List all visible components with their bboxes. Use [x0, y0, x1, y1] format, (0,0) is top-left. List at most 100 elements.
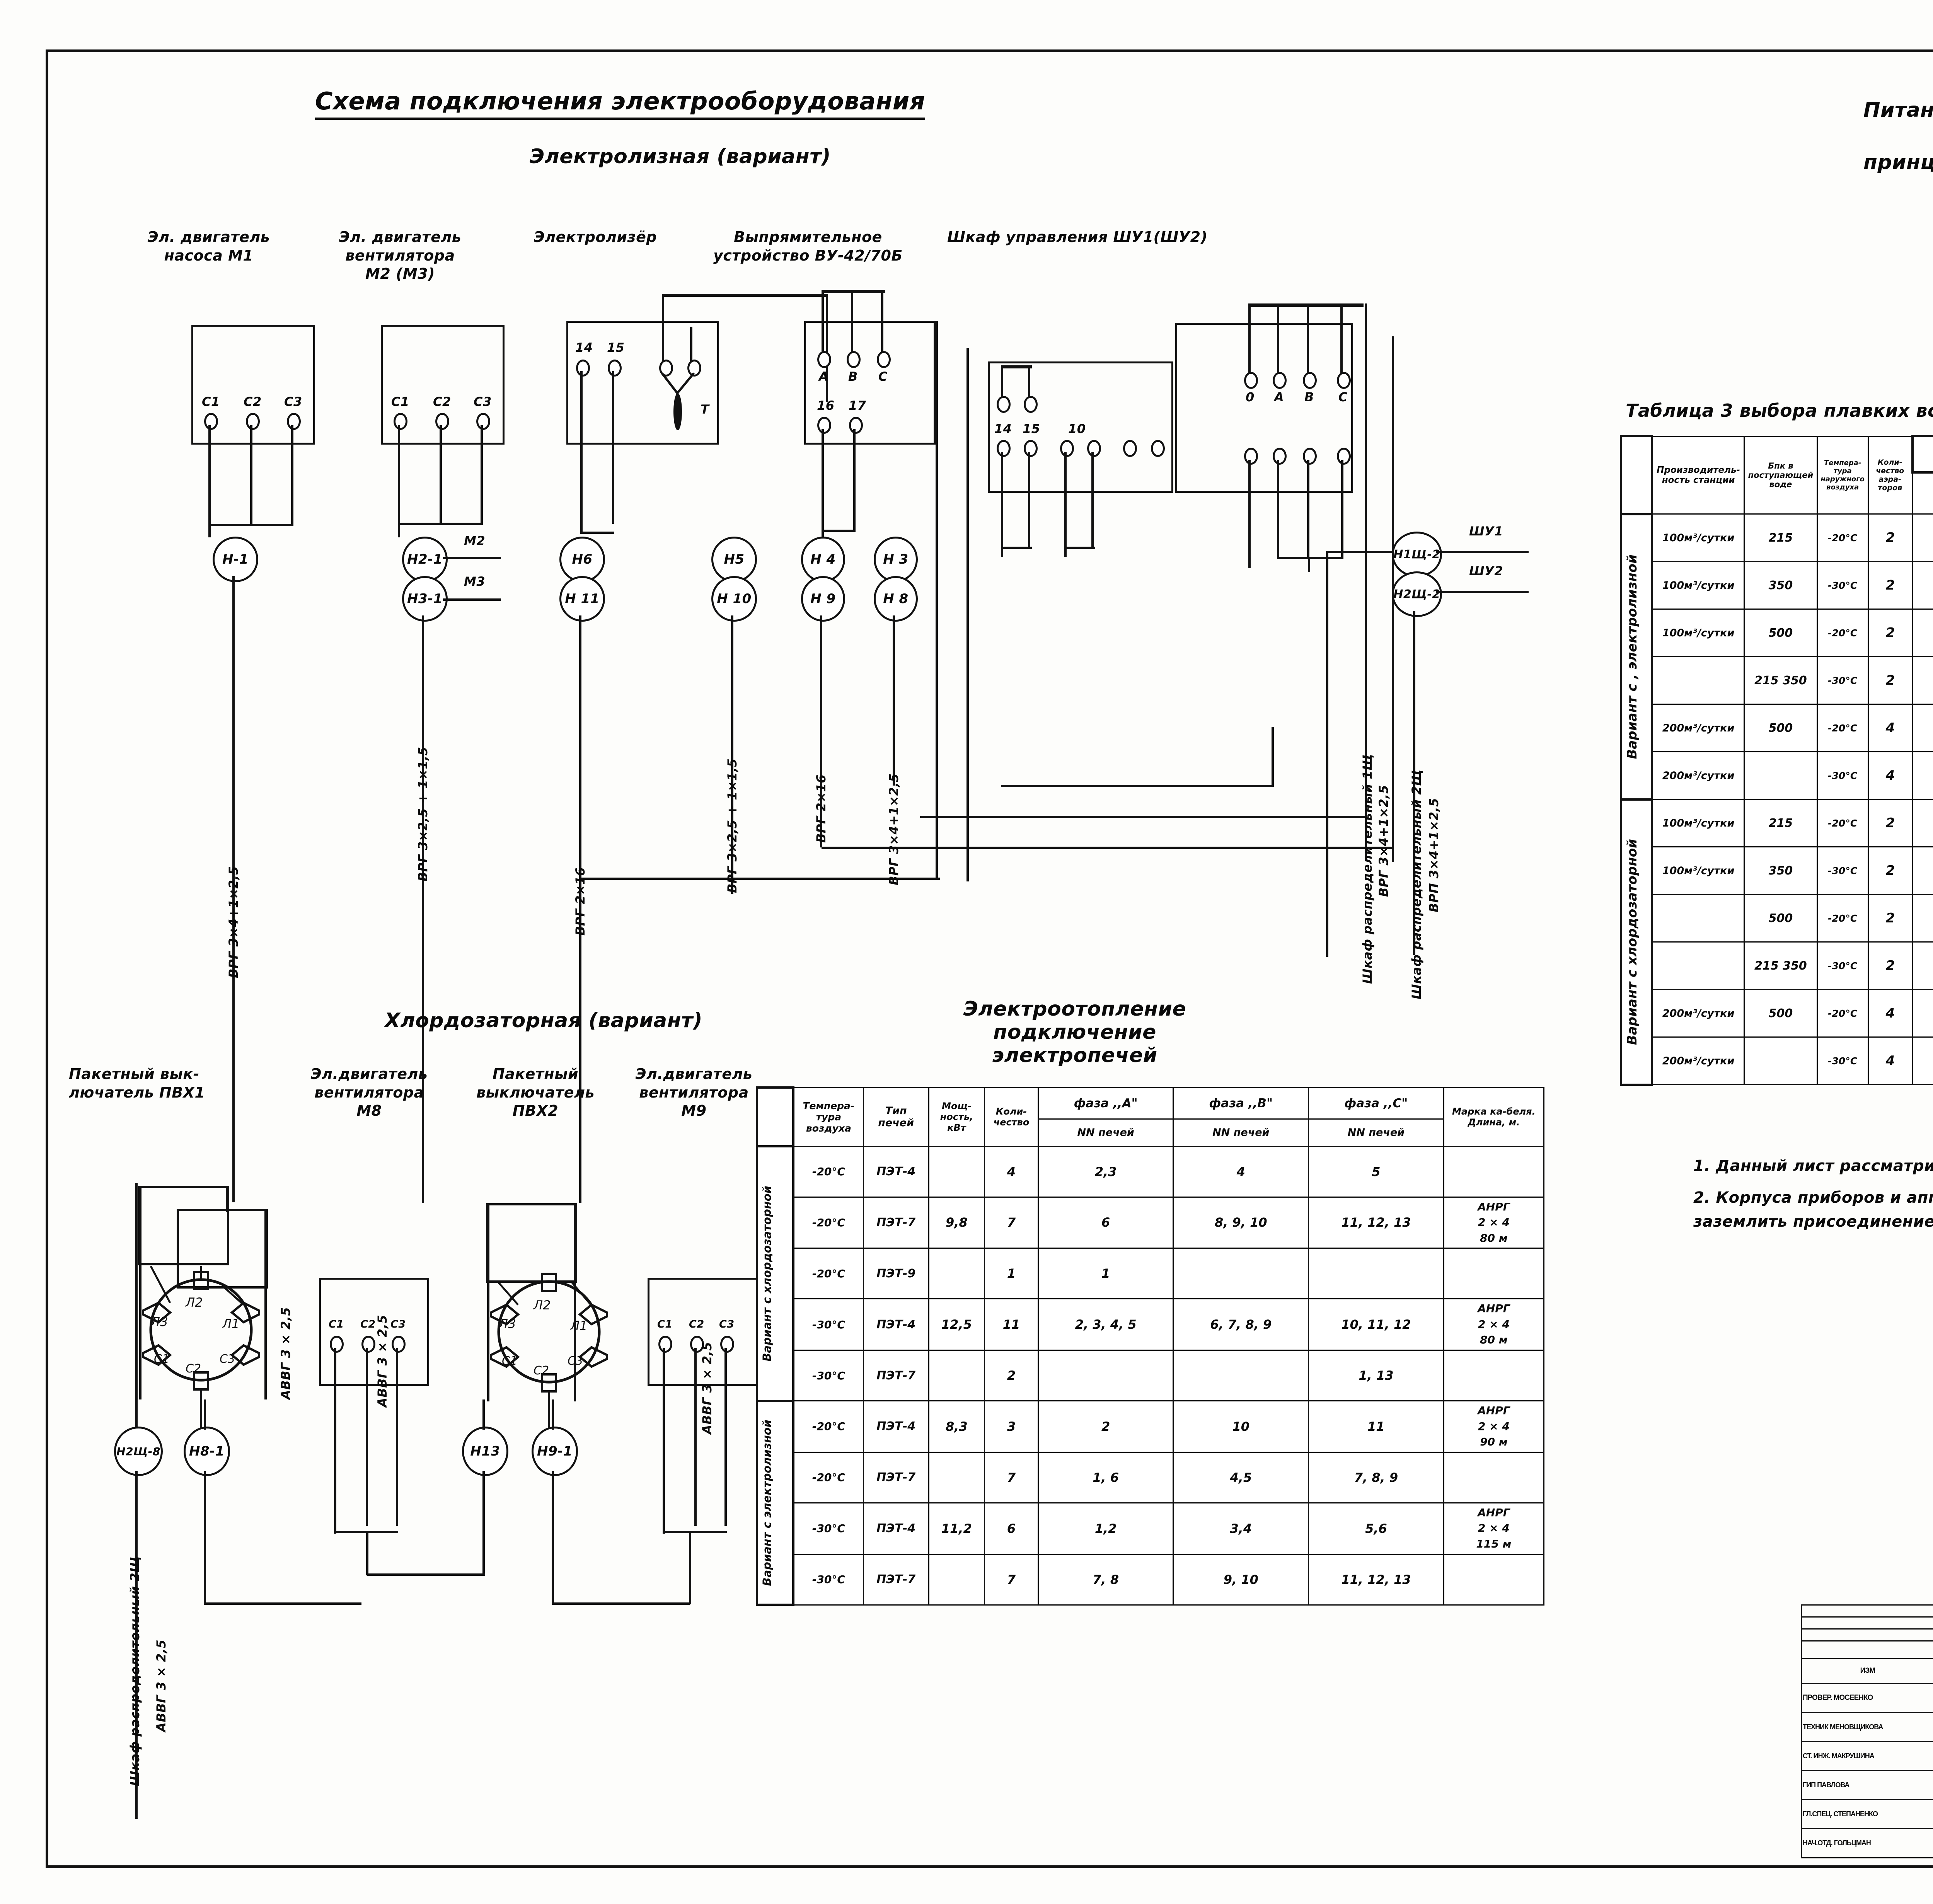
cell-power — [928, 1451, 985, 1503]
node-circle: Н 8 — [874, 576, 918, 622]
cell-bpk: 350 — [1744, 561, 1818, 610]
cable-label: ВРГ 3×2,5 + 1×1,5 — [416, 747, 430, 882]
cell-bpk: 350 — [1744, 846, 1818, 895]
terminal-label-c1: С1 — [391, 394, 409, 409]
cable-label: АВВГ 3 × 2,5 — [700, 1341, 714, 1434]
terminal-label-c2: С2 — [244, 394, 262, 409]
cell-count: 4 — [1867, 1036, 1913, 1085]
equip-label-switch-pvh1: Пакетный вык- лючатель ПВХ1 — [69, 1065, 205, 1101]
terminal-dot — [1024, 396, 1038, 413]
cable-label: ВРГ 3×4+1×2,5 — [226, 866, 241, 978]
cabinet-label-2shch-chlor: Шкаф распределительный 2Щ — [128, 1556, 142, 1786]
terminal-label-b: В — [848, 369, 858, 384]
node-circle: Н 3 — [874, 537, 918, 582]
cable-label: ВРГ 2×16 — [814, 774, 828, 843]
cell-bpk — [1744, 1036, 1818, 1085]
role-row: СТ. ИНЖ. МАКРУШИНА — [1801, 1741, 1933, 1771]
cell-fuse-cabinet1: 2×32,2×40,1×100,3×А — [1912, 751, 1933, 800]
cell-phase-b: 10 — [1173, 1400, 1309, 1453]
node-circle: Н 4 — [801, 537, 845, 582]
table-row: 200м³/сутки-30°С41×6,1×10,1×25,2×40,1×10… — [1621, 1036, 1933, 1085]
terminal-label-16: 16 — [817, 398, 835, 413]
cell-count: 2 — [1867, 513, 1913, 562]
equip-label-motor-m8: Эл.двигатель вентилятора М8 — [310, 1065, 428, 1119]
cell-furnace-type: ПЭТ-7 — [863, 1196, 929, 1249]
equip-label-control-cabinet: Шкаф управления ШУ1(ШУ2) — [947, 228, 1208, 245]
transformer-icon — [661, 372, 695, 430]
cell-cable — [1443, 1145, 1545, 1198]
terminal-dot — [817, 351, 831, 368]
cell-temperature: -20°С — [793, 1400, 864, 1453]
cell-phase-c: 11, 12, 13 — [1308, 1553, 1444, 1606]
terminal-dot — [658, 1336, 672, 1353]
node-out-m2: М2 — [464, 534, 486, 548]
variant-label-chlorinator: Вариант с хлордозаторной — [755, 1145, 795, 1402]
svg-text:С1: С1 — [502, 1354, 517, 1368]
cell-bpk: 500 — [1744, 989, 1818, 1038]
cell-capacity: 100м³/сутки — [1651, 799, 1745, 847]
terminal-label-14: 14 — [575, 340, 593, 355]
cell-cable — [1443, 1451, 1545, 1503]
cell-temperature: -20°С — [793, 1451, 864, 1503]
cell-fuse-cabinet1: 1×25,1×32,2×63,1×100,3×А — [1912, 609, 1933, 657]
terminal-dot — [1151, 440, 1165, 457]
cell-count: 4 — [1867, 751, 1913, 800]
node-circle: Н2-1 — [402, 537, 448, 582]
terminal-label-15: 15 — [607, 340, 625, 355]
table3: Производитель-ность станции Бпк в поступ… — [1619, 435, 1933, 1086]
cell-phase-b: 6, 7, 8, 9 — [1173, 1298, 1309, 1351]
cell-temperature: -30°С — [793, 1553, 864, 1606]
cable-label: ВРГ 3×2,5 + 1×1,5 — [725, 758, 740, 893]
terminal-label-10: 10 — [1068, 421, 1086, 436]
transformer-label: Т — [701, 402, 709, 417]
page-title: Схема подключения электрооборудования — [315, 87, 926, 120]
node-circle-n2sch8: Н2Щ-8 — [114, 1427, 163, 1476]
table-row: 100м³/сутки500-20°С21×25,1×32,2×63,1×100… — [1621, 609, 1933, 657]
cell-phase-c — [1308, 1248, 1444, 1300]
cell-phase-c: 1, 13 — [1308, 1350, 1444, 1402]
equip-label-rectifier: Выпрямительное устройство ВУ-42/70Б — [713, 228, 903, 264]
drawing-frame — [46, 49, 1933, 1868]
cell-capacity: 200м³/сутки — [1651, 1036, 1745, 1085]
box-motor-m2 — [381, 325, 505, 445]
cell-temperature: -20°С — [793, 1145, 864, 1198]
terminal-dot — [877, 351, 891, 368]
table-row: 500-20°С21×20,2×63,1×100,4×А1×6,1×10,1×2… — [1621, 894, 1933, 943]
role-row: ГЛ.СПЕЦ. СТЕПАНЕНКО — [1801, 1799, 1933, 1829]
node-circle-n81: Н8-1 — [184, 1427, 230, 1476]
cell-phase-c: 11 — [1308, 1400, 1444, 1453]
cell-temp: -30°С — [1816, 656, 1869, 705]
cell-count: 4 — [1867, 704, 1913, 752]
cell-power — [928, 1553, 985, 1606]
cell-bpk: 215 350 — [1744, 656, 1818, 705]
cell-capacity: 100м³/сутки — [1651, 609, 1745, 657]
cell-capacity: 200м³/сутки — [1651, 751, 1745, 800]
cell-phase-b — [1173, 1248, 1309, 1300]
right-title-line1: Питание. электрооборудования. Схема — [1863, 99, 1933, 122]
terminal-dot — [690, 1336, 704, 1353]
table-row: 200м³/сутки-30°С42×32,2×40,1×100,3×А1×10… — [1621, 751, 1933, 800]
cell-phase-c: 5,6 — [1308, 1502, 1444, 1555]
terminal-dot — [1244, 448, 1258, 465]
terminal-dot — [392, 1336, 406, 1353]
cell-phase-c: 10, 11, 12 — [1308, 1298, 1444, 1351]
terminal-dot — [287, 413, 301, 430]
svg-text:Л2: Л2 — [533, 1298, 551, 1313]
cell-temp: -30°С — [1816, 561, 1869, 610]
cell-phase-a: 2 — [1037, 1400, 1174, 1453]
cell-fuse-cabinet1 — [1912, 846, 1933, 895]
node-circle-n91: Н9-1 — [532, 1427, 578, 1476]
heating-title: Электроотопление подключение электропече… — [963, 997, 1186, 1067]
node-circle: Н 9 — [801, 576, 845, 622]
cell-bpk: 500 — [1744, 704, 1818, 752]
cell-quantity: 2 — [984, 1350, 1039, 1402]
terminal-label-c2: С2 — [360, 1318, 376, 1330]
cell-capacity: 100м³/сутки — [1651, 561, 1745, 610]
